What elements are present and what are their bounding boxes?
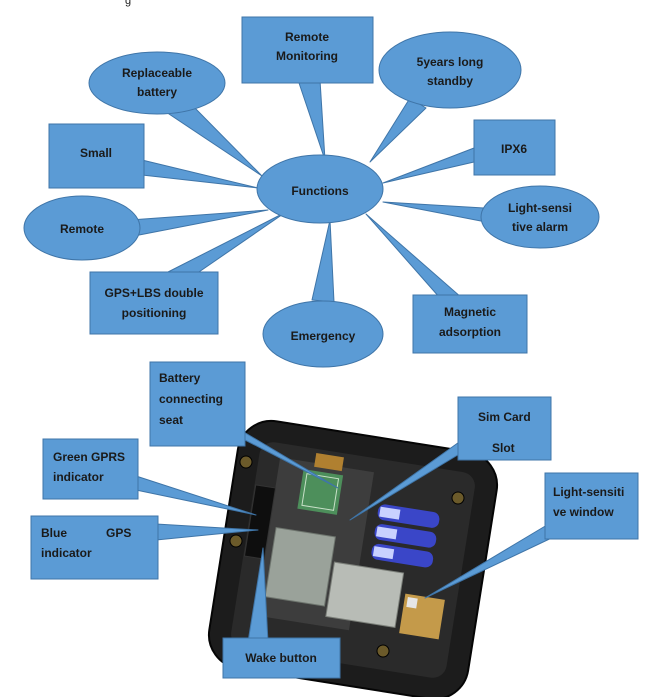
- callout-emergency: Emergency: [262, 219, 384, 368]
- svg-text:Blue: Blue: [41, 526, 67, 540]
- svg-text:Remote: Remote: [60, 222, 104, 236]
- svg-text:positioning: positioning: [122, 306, 187, 320]
- svg-text:Wake button: Wake button: [245, 651, 317, 665]
- svg-text:GPS: GPS: [106, 526, 131, 540]
- callout-replaceable-battery: Replaceable battery: [88, 51, 263, 177]
- callout-standby: 5years long standby: [369, 31, 522, 163]
- callout-ipx6: IPX6: [382, 119, 556, 184]
- tracker-device: [207, 419, 499, 697]
- callout-gps-lbs: GPS+LBS double positioning: [89, 211, 287, 335]
- led-strip: [243, 484, 277, 560]
- callout-light-alarm: Light-sensi tive alarm: [382, 185, 600, 249]
- svg-text:indicator: indicator: [53, 470, 104, 484]
- callout-sim-slot: Sim Card Slot: [349, 396, 552, 521]
- svg-text:Light-sensiti: Light-sensiti: [553, 485, 624, 499]
- svg-text:Sim Card: Sim Card: [478, 410, 531, 424]
- svg-text:Emergency: Emergency: [291, 329, 356, 343]
- svg-text:Battery: Battery: [159, 371, 201, 385]
- svg-text:Small: Small: [80, 146, 112, 160]
- svg-text:GPS+LBS double: GPS+LBS double: [104, 286, 203, 300]
- svg-text:Green GPRS: Green GPRS: [53, 450, 125, 464]
- center-functions: Functions: [256, 154, 384, 224]
- svg-text:adsorption: adsorption: [439, 325, 501, 339]
- callout-light-window: Light-sensiti ve window: [424, 472, 639, 599]
- callout-green-gprs: Green GPRS indicator: [42, 438, 257, 516]
- svg-text:IPX6: IPX6: [501, 142, 527, 156]
- callout-magnetic: Magnetic adsorption: [365, 213, 528, 354]
- svg-text:Replaceable: Replaceable: [122, 66, 192, 80]
- svg-text:battery: battery: [137, 85, 177, 99]
- svg-text:connecting: connecting: [159, 392, 223, 406]
- svg-text:seat: seat: [159, 413, 183, 427]
- screw-bottom-right: [376, 644, 390, 658]
- svg-text:Magnetic: Magnetic: [444, 305, 496, 319]
- svg-text:Monitoring: Monitoring: [276, 49, 338, 63]
- top-text-fragment: g: [125, 0, 131, 7]
- callout-remote: Remote: [23, 195, 269, 261]
- svg-text:standby: standby: [427, 74, 473, 88]
- screw-top-right: [451, 491, 465, 505]
- svg-text:tive alarm: tive alarm: [512, 220, 568, 234]
- callout-remote-monitoring: Remote Monitoring: [241, 16, 374, 161]
- svg-text:Remote: Remote: [285, 30, 329, 44]
- callout-small: Small: [48, 123, 259, 189]
- svg-text:Functions: Functions: [291, 184, 349, 198]
- callout-wake-button: Wake button: [222, 547, 341, 679]
- screw-bottom-left: [229, 534, 243, 548]
- circuit-board: [255, 452, 445, 640]
- svg-text:indicator: indicator: [41, 546, 92, 560]
- battery-cells: [371, 504, 440, 568]
- callout-battery-seat: Battery connecting seat: [149, 361, 339, 489]
- svg-text:ve window: ve window: [553, 505, 614, 519]
- callout-blue-gps: Blue GPS indicator: [30, 515, 259, 580]
- screw-top-left: [239, 455, 253, 469]
- svg-text:5years long: 5years long: [417, 55, 484, 69]
- svg-text:Light-sensi: Light-sensi: [508, 201, 572, 215]
- svg-text:Slot: Slot: [492, 441, 515, 455]
